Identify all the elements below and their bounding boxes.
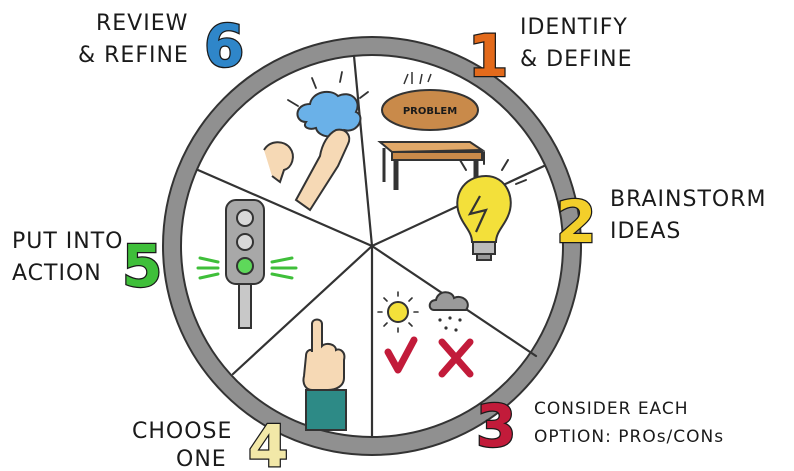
step-2-line2: IDEAS	[610, 219, 681, 244]
sun-cloud-check-cross-icon	[377, 291, 474, 378]
lightbulb-icon	[456, 151, 527, 261]
divider-line	[196, 168, 374, 248]
divider-line	[231, 244, 374, 376]
problem-on-table-icon: PROBLEM	[377, 72, 486, 190]
step-4-number: 4	[248, 412, 288, 471]
step-5-line2: ACTION	[12, 261, 102, 286]
step-6-line2: & REFINE	[78, 43, 189, 68]
problem-sign-label: PROBLEM	[403, 106, 457, 117]
pointing-finger-icon	[302, 318, 347, 431]
step-6-number: 6	[204, 12, 244, 80]
step-6-line1: REVIEW	[96, 11, 188, 36]
step-3-line2: OPTION: PROs/CONs	[534, 427, 724, 447]
step-3-line1: CONSIDER EACH	[534, 399, 689, 419]
step-1-number: 1	[468, 22, 508, 90]
step-4-line1: CHOOSE	[132, 419, 232, 444]
step-5-number: 5	[122, 232, 162, 300]
step-4-line2: ONE	[176, 447, 227, 471]
step-2-number: 2	[556, 188, 596, 256]
hand-holding-cloud-icon	[263, 71, 369, 212]
step-1-line1: IDENTIFY	[520, 15, 628, 40]
divider-line	[352, 54, 374, 248]
step-1-line2: & DEFINE	[520, 47, 633, 72]
wheel-dividers	[196, 54, 546, 439]
step-3-number: 3	[476, 392, 516, 460]
step-5-line1: PUT INTO	[12, 229, 124, 254]
step-2-line1: BRAINSTORM	[610, 187, 766, 212]
wheel-ring-outline-outer	[162, 36, 582, 456]
traffic-light-icon	[196, 199, 298, 329]
